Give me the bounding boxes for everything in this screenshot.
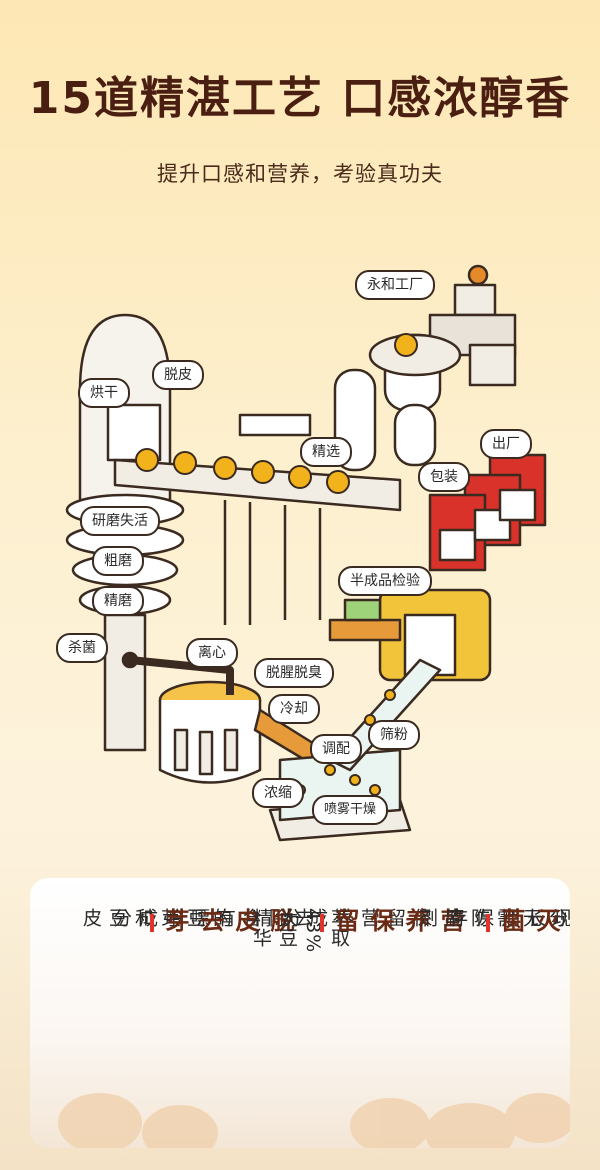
- label-concentrate: 浓缩: [252, 778, 304, 808]
- accent-bar: [150, 914, 154, 932]
- label-pack: 包装: [418, 462, 470, 492]
- label-spray-dry: 喷雾干燥: [312, 795, 389, 825]
- label-grind-deactivate: 研磨失活: [80, 506, 160, 536]
- label-select: 精选: [300, 437, 352, 467]
- label-bake: 烘干: [78, 378, 130, 408]
- accent-bar: [486, 914, 490, 932]
- feature-heading: 脱皮去芽: [161, 908, 294, 936]
- label-semi-check: 半成品检验: [338, 566, 432, 596]
- features-panel: 的豆芽和豆皮 去除含有嘌呤成分 脱皮去芽 萃取43%大豆精华 保留营养成分 营养…: [30, 878, 570, 1148]
- label-coarse-grind: 粗磨: [92, 546, 144, 576]
- label-sieve: 筛粉: [368, 720, 420, 750]
- process-illustration: 永和工厂 脱皮 烘干 精选 出厂 包装 研磨失活 粗磨 精磨 半成品检验 杀菌 …: [0, 240, 600, 880]
- product-packages: [428, 453, 547, 572]
- label-centrifuge: 离心: [186, 638, 238, 668]
- label-fine-grind: 精磨: [92, 586, 144, 616]
- label-factory: 永和工厂: [355, 270, 435, 300]
- accent-bar: [320, 914, 324, 932]
- centrifuge-tank: [158, 680, 262, 784]
- page-title: 15道精湛工艺 口感浓醇香: [28, 73, 572, 124]
- feature-line-2: 的豆芽和豆皮: [80, 908, 232, 928]
- label-ship: 出厂: [480, 429, 532, 459]
- feature-heading: 干燥灭菌: [497, 908, 570, 936]
- label-peel: 脱皮: [152, 360, 204, 390]
- feature-line-2: 萃取43%大豆精华: [250, 908, 350, 954]
- page-subtitle: 提升口感和营养，考验真功夫: [157, 162, 443, 186]
- feature-heading: 营养保留: [331, 908, 464, 936]
- label-blend: 调配: [310, 734, 362, 764]
- spiral-pipe: [333, 333, 462, 472]
- soybeans: [135, 333, 418, 816]
- label-cool: 冷却: [268, 694, 320, 724]
- inspection-machine: [328, 588, 492, 682]
- label-deodorize: 脱腥脱臭: [254, 658, 334, 688]
- label-sterilize: 杀菌: [56, 633, 108, 663]
- feature-line-2: 控制水分无需防腐剂: [416, 908, 568, 928]
